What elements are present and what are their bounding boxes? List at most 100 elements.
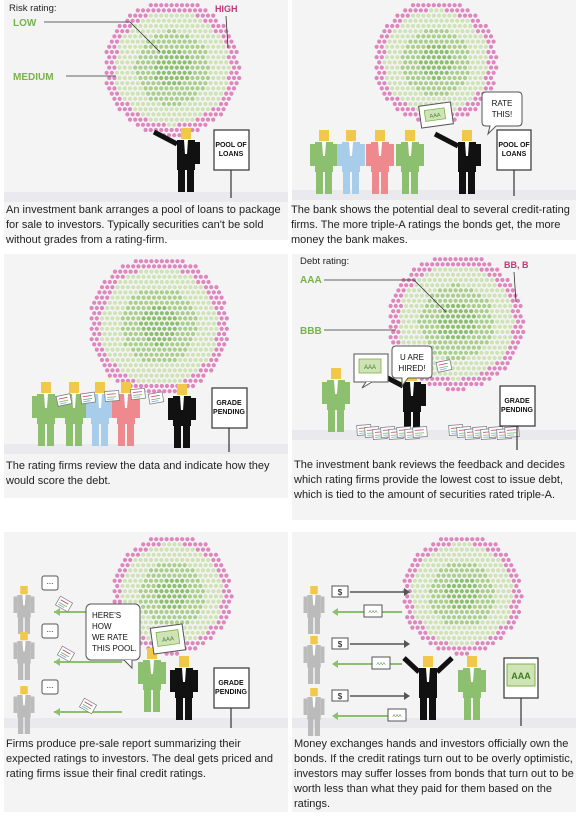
low-pointer (44, 21, 161, 53)
grade-pending-sign: GRADE PENDING (213, 667, 250, 728)
panel-2-illustration: AAA RATE THIS! POOL OF LOANS (292, 3, 576, 200)
money-arrows (350, 588, 410, 700)
low-label: LOW (13, 18, 37, 29)
banker-figure (433, 130, 481, 194)
panel-2: AAA RATE THIS! POOL OF LOANS The bank sh… (291, 0, 576, 246)
dollar-2: $ (338, 640, 343, 649)
aaa-card: AAA (149, 623, 187, 655)
caption-2: The bank shows the potential deal to sev… (291, 204, 570, 246)
thought-dots-1: ... (47, 577, 54, 586)
card-text: AAA (511, 671, 531, 681)
high-label: HIGH (215, 4, 238, 14)
card-text: AAA (162, 636, 175, 644)
sign-line-2: LOANS (219, 151, 244, 158)
ground (4, 444, 288, 454)
sign-line-2: PENDING (501, 407, 533, 414)
grade-pending-sign: GRADE PENDING (211, 387, 248, 452)
panel-1: Risk rating: LOW HIGH MEDIUM POOL OF LOA… (4, 0, 288, 246)
sign-line-1: GRADE (504, 398, 530, 405)
thought-dots-3: ... (47, 681, 54, 690)
money-notes: $ $ $ (331, 585, 349, 702)
speech-bubble: HERE'S HOW WE RATE THIS POOL. (85, 603, 141, 670)
aaa-sign: AAA (503, 657, 539, 726)
risk-rating-label: Risk rating: (9, 3, 57, 14)
panel-5: ... ... ... HERE'S HOW WE RATE THIS POOL… (4, 532, 288, 812)
aaa-label: AAA (300, 275, 322, 286)
high-pointer (225, 15, 229, 49)
rater-figure-green-2 (60, 382, 88, 446)
ground (292, 430, 576, 440)
aaa-card: AAA (353, 353, 389, 389)
dollar-1: $ (338, 588, 343, 597)
mini-aaa-2: AAA (376, 661, 385, 666)
sign-line-2: PENDING (215, 689, 247, 696)
banker-figure (402, 656, 454, 720)
bubble-line-1: U ARE (400, 353, 424, 362)
rater-figure-red (366, 130, 394, 194)
report-sheets (54, 595, 98, 715)
investor-figure-2 (303, 636, 325, 684)
speech-bubble: RATE THIS! (481, 91, 523, 136)
panel-4: Debt rating: AAA BBB BB, B AAA U ARE HIR… (292, 254, 576, 520)
loan-pool-dots (89, 259, 229, 394)
ground (292, 718, 576, 728)
thought-dots-2: ... (47, 625, 54, 634)
rater-figure-green-2 (396, 130, 424, 194)
bubble-line-2: THIS! (492, 110, 512, 119)
sign-line-2: LOANS (502, 151, 527, 158)
card-text: AAA (364, 365, 376, 371)
panel-3-illustration: GRADE PENDING (4, 259, 288, 454)
report-sheets-right (448, 424, 520, 440)
investor-figure-3 (303, 688, 325, 736)
rater-figure-red (112, 382, 140, 446)
sign-line-1: GRADE (216, 400, 242, 407)
panel-4-illustration: Debt rating: AAA BBB BB, B AAA U ARE HIR… (292, 256, 576, 450)
mini-aaa-cards: AAA AAA AAA (363, 604, 407, 722)
bubble-line-2: HOW (92, 622, 112, 631)
caption-4: The investment bank reviews the feedback… (294, 459, 565, 501)
loan-pool-dots (388, 257, 526, 392)
card-text: AAA (429, 112, 441, 120)
ground (292, 190, 576, 200)
banker-figure (168, 384, 196, 448)
aaa-pointer (324, 279, 447, 313)
investor-figure-3 (13, 686, 35, 734)
rater-figure-blue (337, 130, 365, 194)
rater-figure-green (32, 382, 60, 446)
panel-1-illustration: Risk rating: LOW HIGH MEDIUM POOL OF LOA… (4, 3, 288, 202)
bubble-line-4: THIS POOL. (92, 644, 137, 653)
caption-3: The rating firms review the data and ind… (6, 460, 270, 487)
bb-b-pointer (513, 271, 517, 303)
grade-pending-sign: GRADE PENDING (499, 385, 536, 450)
medium-label: MEDIUM (13, 72, 54, 83)
panel-6: $ $ $ AAA AAA AAA AAA Money exchanges ha… (292, 532, 576, 812)
ground (4, 192, 288, 202)
rater-figure-green (458, 656, 486, 720)
rater-figure-green (322, 368, 350, 432)
rater-figure-green (310, 130, 338, 194)
bond-arrows (332, 608, 402, 720)
dollar-3: $ (338, 692, 343, 701)
panel-6-illustration: $ $ $ AAA AAA AAA AAA (292, 537, 576, 736)
bb-b-label: BB, B (504, 260, 529, 270)
panel-5-illustration: ... ... ... HERE'S HOW WE RATE THIS POOL… (4, 537, 288, 734)
sign-line-1: GRADE (218, 680, 244, 687)
report-sheet-held (435, 359, 453, 373)
banker-figure (170, 656, 198, 720)
report-sheets-left (356, 424, 428, 440)
report-sheets (55, 387, 165, 407)
speech-bubble: U ARE HIRED! (391, 345, 433, 388)
caption-6: Money exchanges hands and investors offi… (294, 738, 574, 810)
caption-1: An investment bank arranges a pool of lo… (6, 204, 281, 246)
investor-figure-1 (303, 586, 325, 634)
ground (4, 718, 288, 728)
rater-figure-green (138, 648, 166, 712)
pool-of-loans-sign: POOL OF LOANS (213, 129, 250, 198)
aaa-card: AAA (418, 101, 454, 129)
bubble-line-1: HERE'S (92, 611, 121, 620)
panel-3: GRADE PENDING The rating firms review th… (4, 254, 288, 498)
banker-figure (152, 128, 200, 192)
loan-pool-dots (104, 3, 242, 138)
mini-aaa-3: AAA (392, 713, 401, 718)
sign-line-1: POOL OF (215, 142, 247, 149)
